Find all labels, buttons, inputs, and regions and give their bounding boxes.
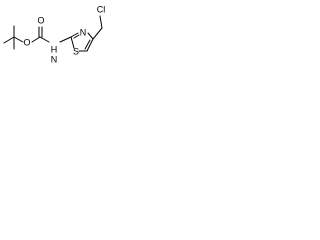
- atom-label-nh-h: H: [51, 44, 58, 54]
- bond-c4-to-ch2: [92, 27, 103, 40]
- atom-labels: O O N H N S Cl: [23, 4, 105, 64]
- bond-tbu-methyl-left: [3, 36, 15, 44]
- thiazole-ring: [70, 32, 94, 52]
- chemical-structure: O O N H N S Cl: [3, 4, 105, 64]
- bond-c4-to-c5: [86, 38, 94, 52]
- bond-c4-c5-double-inner: [84, 39, 91, 50]
- bond-c2-ring-n-double-inner: [73, 34, 80, 39]
- bond-ester-o-to-carbonyl-c: [31, 36, 41, 43]
- tert-butyl-group: [3, 25, 24, 50]
- bond-tbu-to-ester-o: [13, 36, 24, 43]
- atom-label-ester-o: O: [23, 37, 30, 47]
- chloromethyl-group: [92, 15, 103, 40]
- bond-carbonyl-c-to-nh: [39, 36, 50, 43]
- carbamate-group: [31, 26, 50, 43]
- atom-label-carbonyl-o: O: [37, 15, 44, 25]
- atom-label-nh-n: N: [51, 54, 58, 64]
- bond-ring-n-to-c4: [87, 32, 94, 40]
- atom-label-chlorine: Cl: [97, 4, 106, 14]
- bond-s-to-c2: [70, 36, 75, 49]
- atom-label-ring-n: N: [80, 27, 87, 37]
- bond-c2-to-ring-n: [70, 32, 79, 38]
- bond-ch2-to-cl: [99, 15, 103, 29]
- atom-label-ring-s: S: [73, 46, 79, 56]
- bond-nh-to-thiazole-c2: [59, 36, 72, 43]
